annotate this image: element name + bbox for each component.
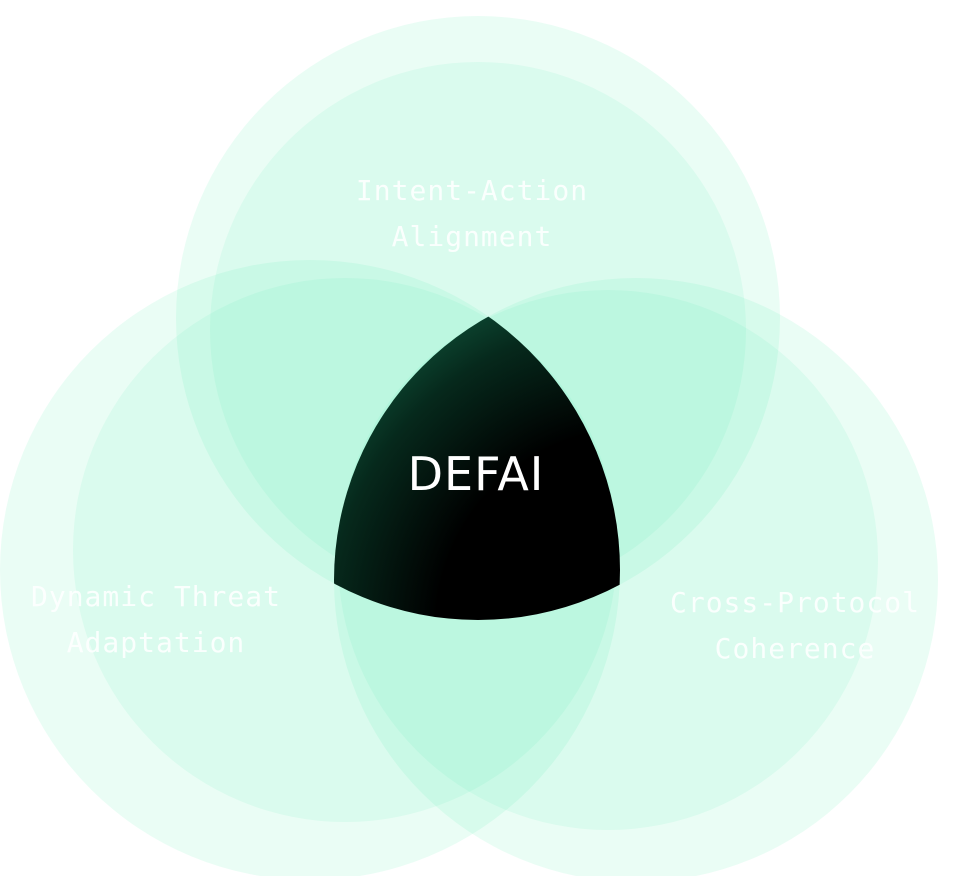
circle-right-label-line2: Coherence xyxy=(715,632,876,665)
circle-left-label-line2: Adaptation xyxy=(67,626,246,659)
circle-top-label-line1: Intent-Action xyxy=(356,174,588,207)
circle-top-label-line2: Alignment xyxy=(392,220,553,253)
center-label: DEFAI xyxy=(408,447,545,501)
circle-right-label-line1: Cross-Protocol xyxy=(670,586,920,619)
center-intersection xyxy=(334,278,620,620)
circle-left-label-line1: Dynamic Threat xyxy=(31,580,281,613)
